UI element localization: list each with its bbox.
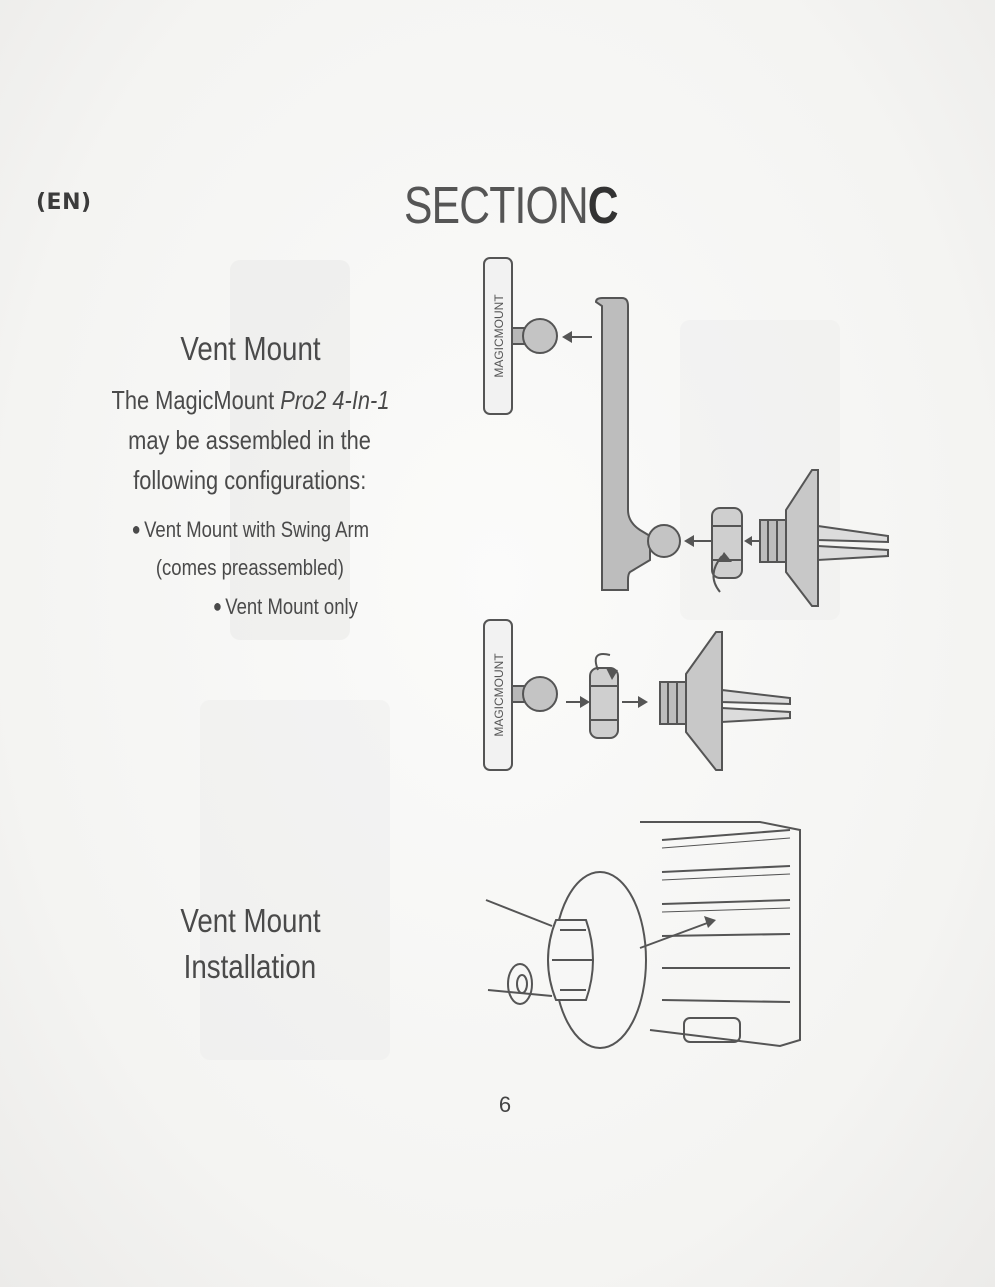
rotate-arrow-head-icon [718, 552, 732, 562]
bleed-through-shape [230, 260, 350, 640]
list-item: ●Vent Mount with Swing Arm [131, 517, 369, 542]
clip-prong [817, 544, 889, 562]
clip-prong [721, 688, 791, 706]
arrow-head-right-icon [580, 696, 590, 708]
bleed-through-shape [200, 700, 390, 1060]
vent-frame [640, 821, 801, 1048]
section-word: SECTION [404, 177, 589, 235]
locking-nut [589, 667, 619, 739]
vent-louver [661, 933, 791, 937]
brand-label-top: MAGICMOUNT [492, 294, 506, 378]
mount-arm [485, 899, 553, 927]
section-letter: C [587, 177, 619, 235]
list-item: ●Vent Mount only [212, 594, 358, 619]
language-label: (EN) [36, 190, 92, 215]
ball-joint-lower [647, 524, 681, 558]
vent-mount-heading: Vent Mount [179, 330, 321, 367]
arm-pivot [507, 963, 533, 1005]
vent-clip-base [785, 469, 819, 607]
install-arrow [639, 921, 711, 949]
configuration-list: ●Vent Mount with Swing Arm (comes preass… [60, 510, 440, 626]
ball-joint-bottom [522, 676, 558, 712]
page-number: 6 [498, 1092, 512, 1117]
installation-illustration [485, 821, 801, 1049]
arrow-head-left-icon [744, 536, 752, 546]
swing-arm-configuration: MAGICMOUNT [483, 257, 889, 607]
brand-label-bottom: MAGICMOUNT [492, 653, 506, 737]
list-item-continuation: (comes preassembled) [156, 555, 344, 580]
arrow-head-left-icon [684, 535, 694, 547]
locking-nut [711, 507, 743, 579]
vent-only-configuration: MAGICMOUNT [483, 619, 791, 771]
threaded-stem [659, 681, 687, 725]
threaded-stem [759, 519, 787, 563]
arrow-head-left-icon [562, 331, 572, 343]
product-model: Pro2 4-In-1 [279, 385, 389, 415]
rotate-arrow-head-icon [606, 668, 618, 680]
vent-tab [683, 1017, 741, 1043]
ball-joint-top [522, 318, 558, 354]
clip-prong [721, 706, 791, 724]
section-title: SECTIONC [404, 176, 619, 236]
swing-arm [594, 297, 651, 591]
vent-louver [661, 999, 791, 1003]
clip-prong [817, 524, 889, 544]
vent-louver [661, 829, 791, 841]
vent-clip-base [685, 631, 723, 771]
arrow-head-right-icon [638, 696, 648, 708]
rotate-arrow-icon [594, 653, 611, 671]
arrow-head-icon [704, 916, 716, 928]
vent-louver [661, 865, 791, 873]
vent-louver [661, 899, 791, 905]
installation-heading: Vent Mount Installation [179, 902, 321, 985]
rotate-arrow-icon [712, 555, 723, 593]
configuration-intro: The MagicMount Pro2 4-In-1 may be assemb… [110, 385, 389, 495]
